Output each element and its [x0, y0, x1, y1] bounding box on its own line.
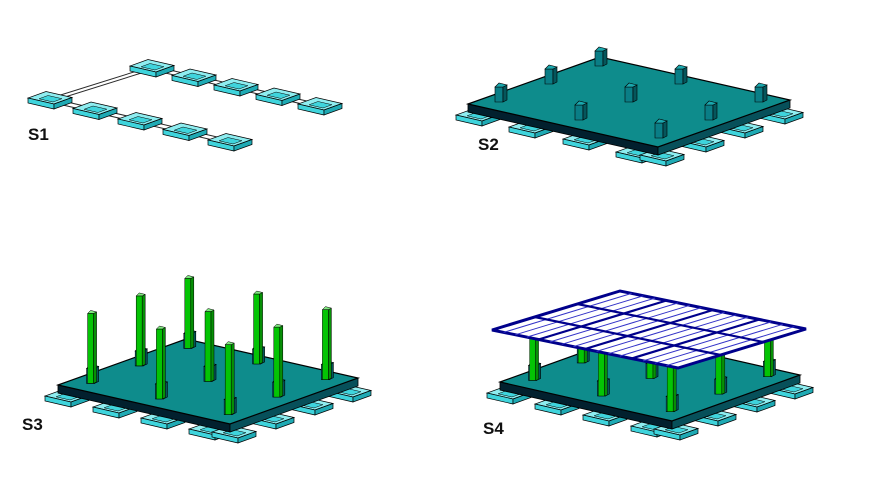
roof-grid	[491, 289, 807, 370]
column	[135, 292, 146, 367]
stage-s4-panel: S4	[483, 289, 814, 441]
stage-s1-panel: S1	[27, 59, 343, 152]
stage-s3-panel: S3	[22, 275, 372, 444]
column	[204, 308, 215, 382]
column-stub	[574, 100, 588, 121]
roof-main-beams	[534, 299, 764, 360]
column	[322, 306, 332, 380]
stage-s2-panel: S2	[455, 46, 804, 167]
column	[273, 323, 284, 398]
column	[87, 310, 97, 384]
ground-slab	[465, 56, 793, 156]
stage-s3-label: S3	[22, 415, 43, 434]
footing-pads	[27, 59, 343, 152]
column-stub	[594, 46, 608, 67]
column	[156, 325, 166, 400]
column-stub	[674, 64, 688, 85]
column-stub	[494, 82, 508, 103]
footing-pad	[27, 91, 73, 110]
column	[224, 341, 235, 415]
stage-s1-label: S1	[28, 125, 49, 144]
column	[253, 290, 263, 365]
column-stub	[704, 100, 718, 121]
column-stub	[544, 64, 558, 85]
stage-s2-label: S2	[478, 135, 499, 154]
column-stub	[654, 118, 668, 139]
column-stub	[754, 82, 768, 103]
stage-s4-label: S4	[483, 419, 504, 438]
column	[184, 275, 195, 349]
column-stub	[624, 82, 638, 103]
